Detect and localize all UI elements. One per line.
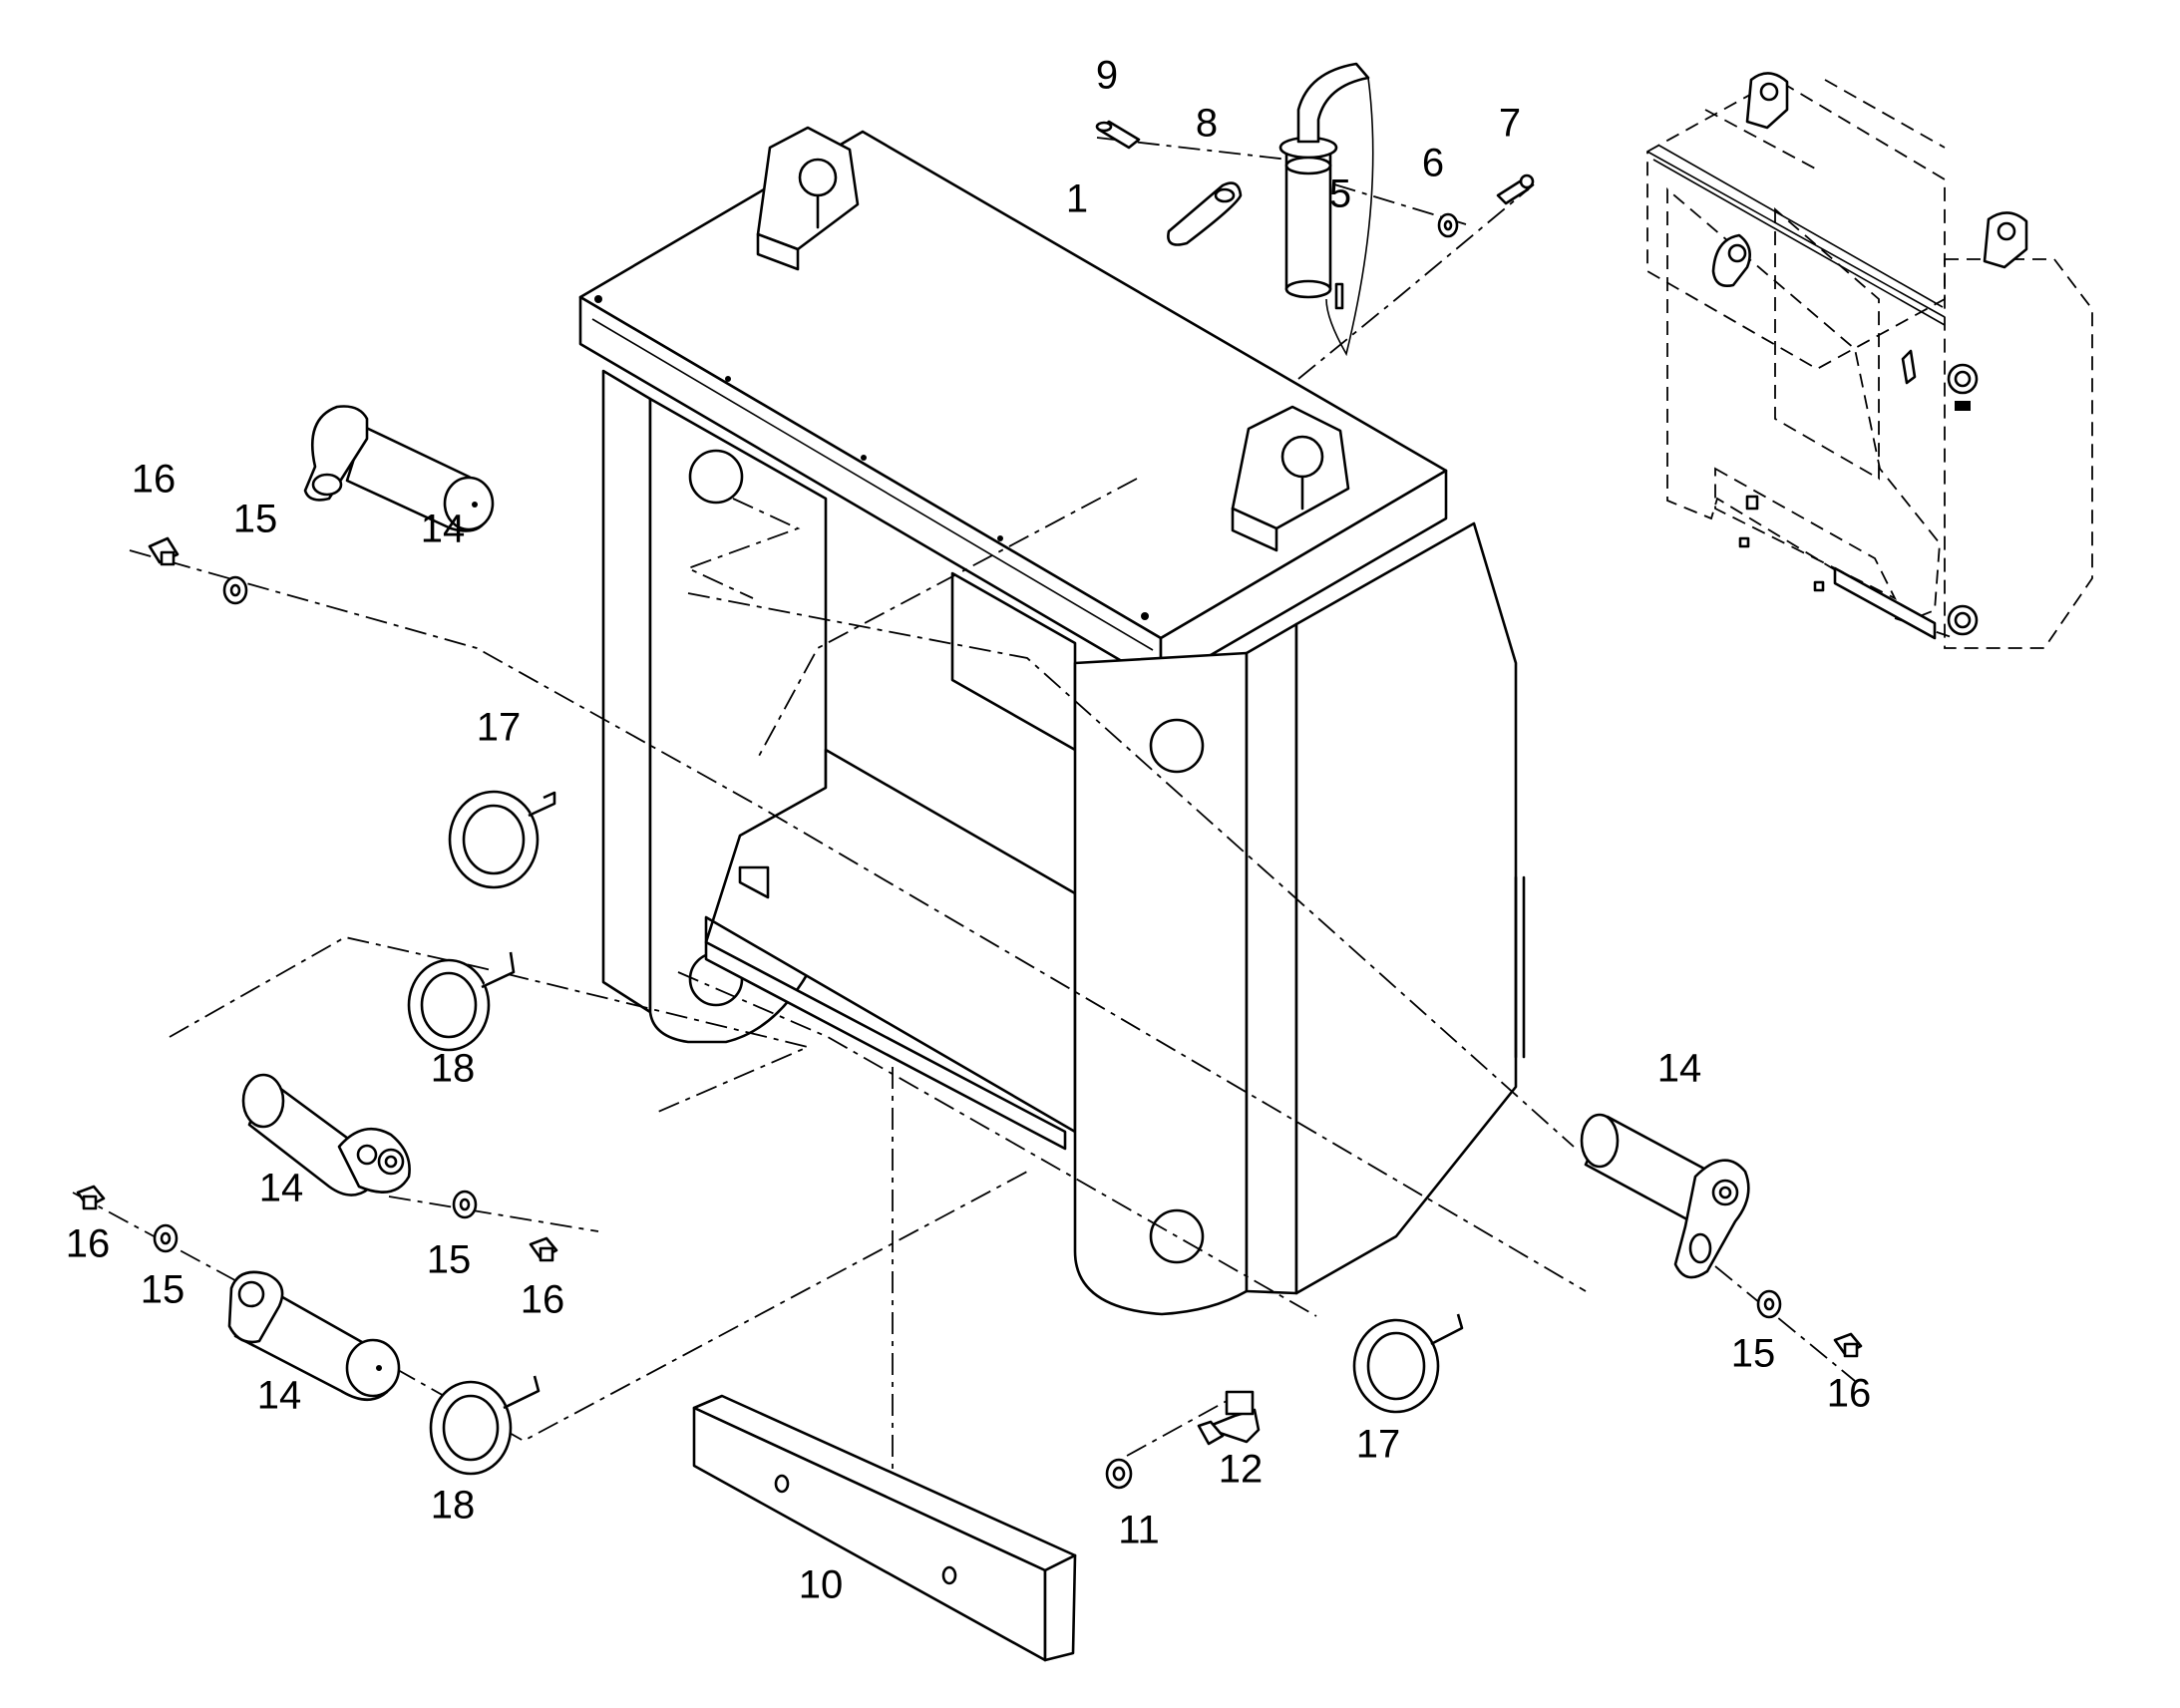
callout-14-right: 14 [1657, 1047, 1702, 1091]
callout-16-lower-left: 16 [66, 1222, 111, 1266]
part-9-pin [1095, 120, 1141, 150]
part-8-link [1167, 181, 1243, 246]
callout-16-right: 16 [1827, 1372, 1872, 1416]
ring-17-left [448, 790, 556, 889]
lifting-lug-rear [756, 126, 860, 271]
callout-14-lower-left: 14 [257, 1374, 302, 1418]
callout-15-right: 15 [1731, 1332, 1776, 1376]
inset-top-hatch [1646, 145, 1946, 326]
part-5-handle-pin [1278, 62, 1374, 357]
washer-15-middle [452, 1190, 478, 1219]
bolt-16-middle [529, 1236, 558, 1262]
lifting-lug-front [1231, 405, 1350, 552]
washer-15-lower-left [153, 1223, 179, 1253]
washer-15-right [1756, 1289, 1782, 1319]
callout-15-upper-left: 15 [233, 498, 278, 541]
part-12-bolt [1197, 1390, 1261, 1446]
inset-lug-right [1983, 211, 2028, 269]
assembly-center-lines [72, 137, 1856, 1486]
callout-15-lower-left: 15 [141, 1268, 185, 1312]
callout-16-upper-left: 16 [132, 458, 177, 502]
frame-left-side-edge [601, 369, 652, 1014]
callout-14-upper-left: 14 [421, 508, 466, 551]
callout-14-middle-left: 14 [259, 1167, 304, 1210]
callout-10: 10 [799, 1563, 844, 1607]
callout-8: 8 [1196, 102, 1218, 146]
inset-bracket [1833, 566, 1937, 640]
part-11-washer [1105, 1458, 1133, 1490]
inset-assembly-view [1646, 72, 2093, 649]
callout-9: 9 [1096, 54, 1118, 98]
frame-pin-hole-upper-right [1149, 718, 1205, 774]
callout-labels: 9 8 1 5 6 7 16 15 14 17 18 14 15 16 16 1… [66, 54, 1872, 1607]
inset-pin-lower-right [1947, 604, 1979, 636]
frame-pin-hole-upper-left [688, 449, 744, 505]
ring-18-left-lower [429, 1375, 541, 1476]
pin-14-middle-left [241, 1073, 411, 1196]
callout-6: 6 [1422, 142, 1444, 185]
callout-18-left-lower: 18 [431, 1484, 476, 1528]
callout-17-right: 17 [1356, 1423, 1401, 1467]
callout-1: 1 [1066, 177, 1088, 221]
callout-5: 5 [1329, 172, 1351, 216]
washer-15-upper-left [222, 575, 248, 605]
part-7-screw [1496, 173, 1535, 205]
callout-17-left: 17 [477, 706, 522, 750]
callout-7: 7 [1499, 102, 1521, 146]
frame-right-side-outer [1294, 521, 1518, 1295]
pin-14-right [1580, 1113, 1750, 1279]
frame-bottom-plate-edge [704, 940, 1067, 1151]
callout-11: 11 [1118, 1509, 1160, 1552]
inset-pin-upper-left [1711, 233, 1751, 287]
callout-18-left-upper: 18 [431, 1047, 476, 1091]
pin-14-lower-left [227, 1270, 401, 1402]
inset-pin-upper-right [1947, 363, 1979, 411]
part-6-washer [1437, 212, 1459, 238]
frame-right-side-inner [1245, 622, 1298, 1295]
pin-14-upper-left [303, 405, 495, 532]
frame-right-side-plate [1073, 651, 1249, 1316]
bolt-16-upper-left [148, 536, 180, 566]
callout-12: 12 [1219, 1448, 1264, 1492]
bolt-16-right [1833, 1332, 1863, 1358]
callout-16-middle: 16 [521, 1278, 565, 1322]
main-frame [578, 126, 1526, 1316]
inset-small-parts [1738, 349, 1917, 592]
callout-15-middle: 15 [427, 1238, 472, 1282]
ring-18-left-upper [407, 951, 516, 1052]
inset-lug-left [1745, 72, 1789, 130]
ring-17-right [1352, 1313, 1464, 1414]
bolt-16-lower-left [76, 1185, 106, 1210]
part-10-bracket [692, 1394, 1077, 1662]
